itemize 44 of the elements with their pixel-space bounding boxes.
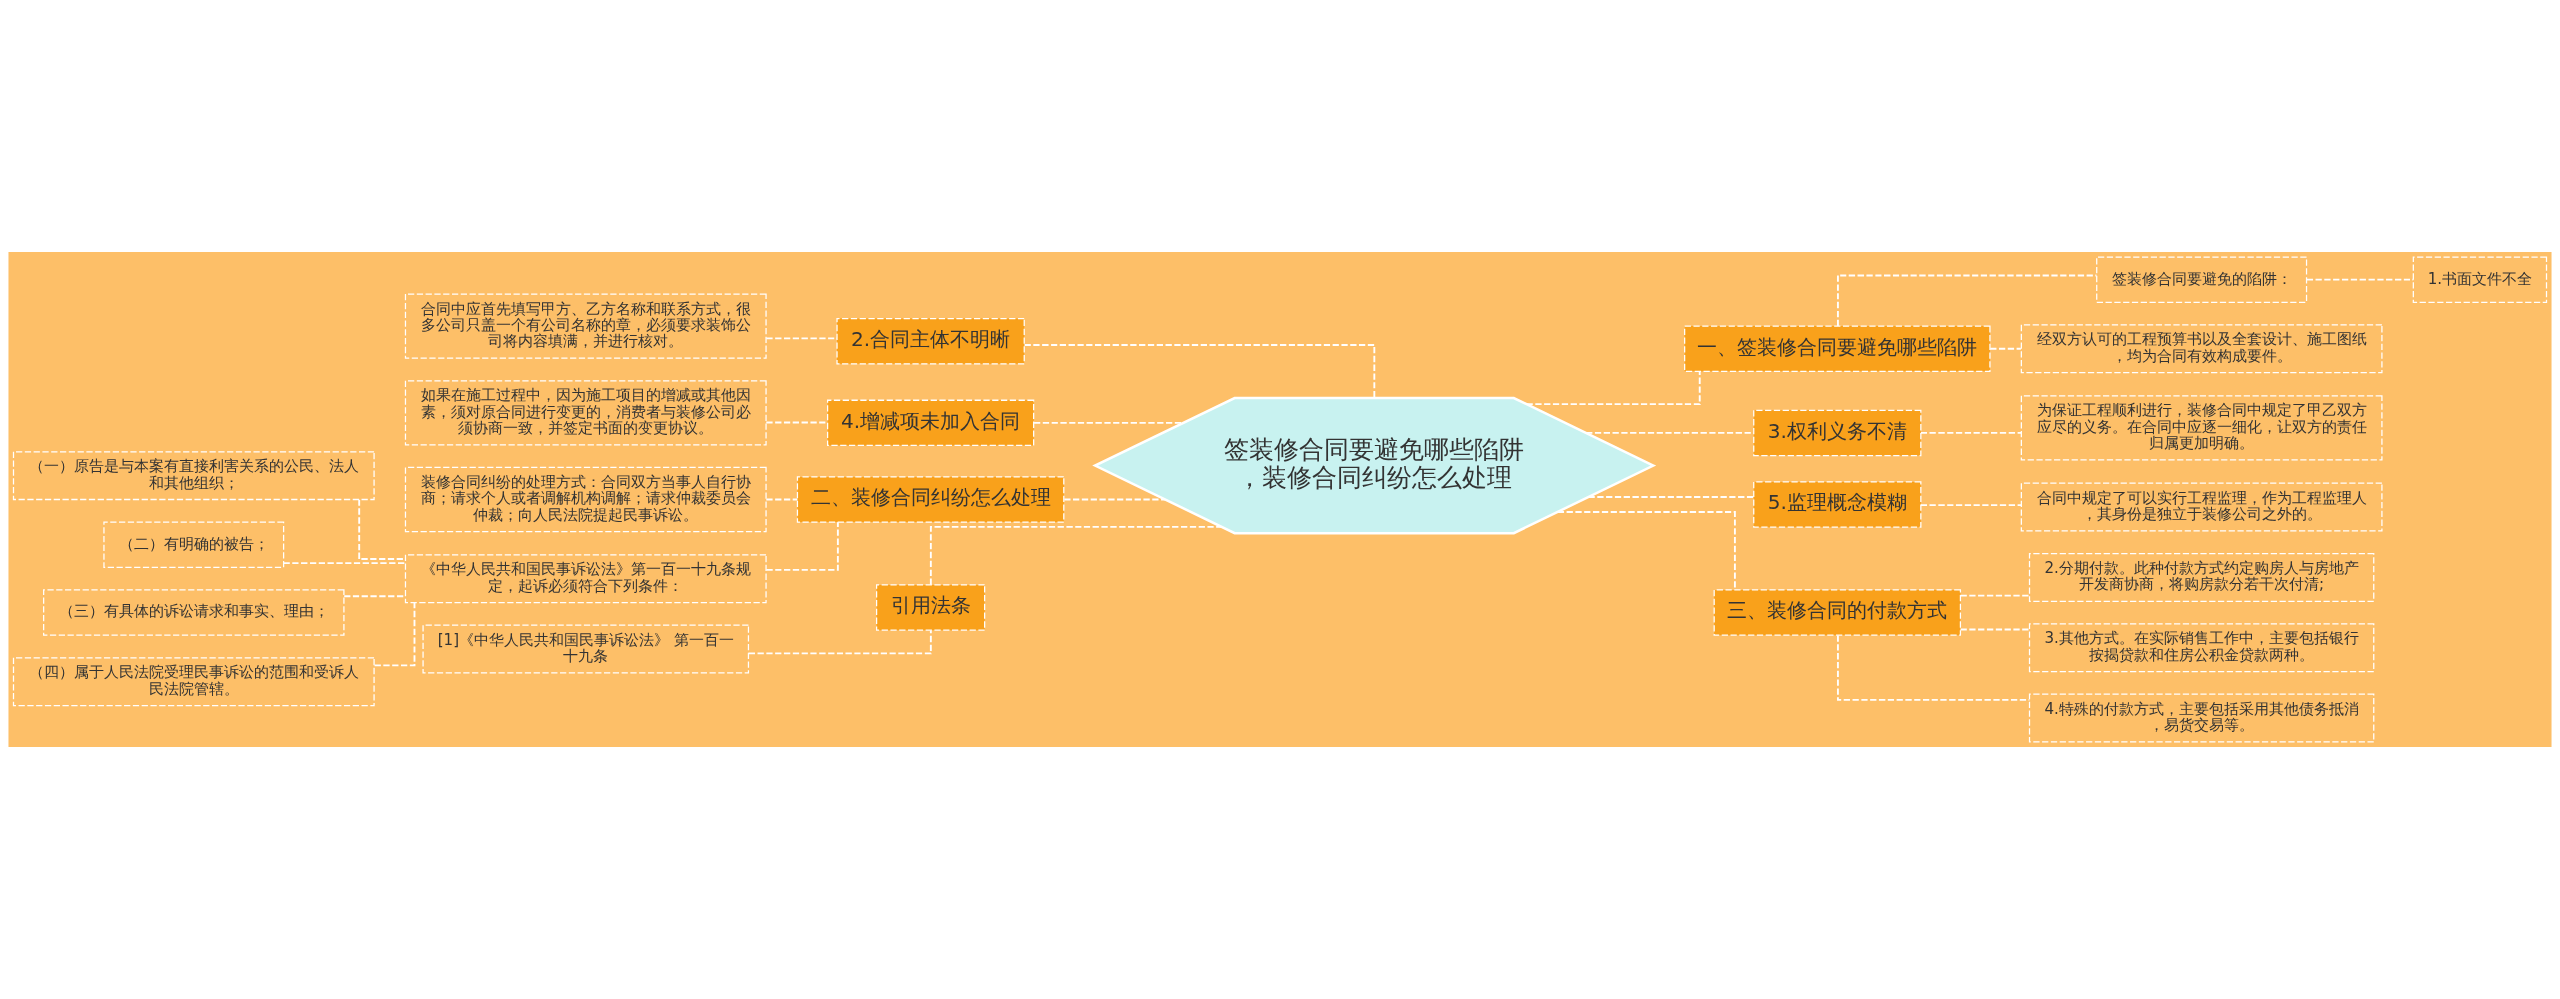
connector <box>282 562 407 565</box>
node-box: [1]《中华人民共和国民事诉讼法》 第一百一十九条 <box>422 624 750 674</box>
connector <box>1063 498 1166 501</box>
node-box: 如果在施工过程中，因为施工项目的增减或其他因素，须对原合同进行变更的，消费者与装修公司必须协商一致，并签定书面的变更协议。 <box>404 380 767 446</box>
node-box: 合同中规定了可以实行工程监理，作为工程监理人，其身份是独立于装修公司之外的。 <box>2020 482 2383 532</box>
node-box: 3.其他方式。在实际销售工作中，主要包括银行按揭贷款和住房公积金贷款两种。 <box>2028 623 2375 673</box>
node-box: 合同中应首先填写甲方、乙方名称和联系方式，很多公司只盖一个有公司名称的章，必须要求装饰公司将内容填满，并进行核对。 <box>404 293 767 359</box>
node-box: 4.增减项未加入合同 <box>827 399 1035 447</box>
node-box: （二）有明确的被告； <box>103 521 285 568</box>
connector <box>1919 504 2023 507</box>
node-box: 2.分期付款。此种付款方式约定购房人与房地产开发商协商，将购房款分若干次付清; <box>2028 552 2375 602</box>
node-box: 2.合同主体不明晰 <box>836 317 1025 365</box>
node-box: 4.特殊的付款方式，主要包括采用其他债务抵消，易货交易等。 <box>2028 693 2375 743</box>
connector <box>1989 347 2022 350</box>
connector <box>1959 628 2031 631</box>
node-box: 三、装修合同的付款方式 <box>1713 589 1962 636</box>
connector <box>1959 594 2031 597</box>
connector <box>2305 278 2415 281</box>
connector <box>1837 274 2098 327</box>
node-box: 二、装修合同纠纷怎么处理 <box>796 476 1065 523</box>
node-box: 引用法条 <box>876 584 986 631</box>
node-box: 签装修合同要避免的陷阱： <box>2096 256 2308 303</box>
node-box: 经双方认可的工程预算书以及全套设计、施工图纸，均为合同有效构成要件。 <box>2020 324 2383 374</box>
connector <box>1556 511 1736 591</box>
node-box: 一、签装修合同要避免哪些陷阱 <box>1684 325 1991 372</box>
node-box: 1.书面文件不全 <box>2412 256 2548 303</box>
connector <box>358 498 406 560</box>
connector <box>1587 496 1755 498</box>
connector <box>765 521 839 571</box>
connector <box>373 601 416 667</box>
connector <box>929 525 1222 586</box>
node-box: （一）原告是与本案有直接利害关系的公民、法人和其他组织； <box>12 451 375 501</box>
node-box: （三）有具体的诉讼请求和事实、理由； <box>43 589 345 636</box>
node-box: 3.权利义务不清 <box>1753 409 1922 457</box>
node-box: 《中华人民共和国民事诉讼法》第一百一十九条规定，起诉必须符合下列条件： <box>404 554 767 604</box>
node-box: 装修合同纠纷的处理方式：合同双方当事人自行协商；请求个人或者调解机构调解；请求仲裁委员会仲裁；向人民法院提起民事诉讼。 <box>404 466 767 533</box>
connector <box>765 498 799 501</box>
node-box: 5.监理概念模糊 <box>1753 481 1922 528</box>
connector <box>747 629 932 655</box>
connector <box>1023 344 1376 399</box>
node-box: 为保证工程顺利进行，装修合同中规定了甲乙双方应尽的义务。在合同中应逐一细化，让双方的责任归属更加明确。 <box>2020 395 2383 461</box>
connector <box>1919 431 2023 434</box>
connector <box>1033 421 1184 424</box>
node-box: （四）属于人民法院受理民事诉讼的范围和受诉人民法院管辖。 <box>12 657 375 707</box>
